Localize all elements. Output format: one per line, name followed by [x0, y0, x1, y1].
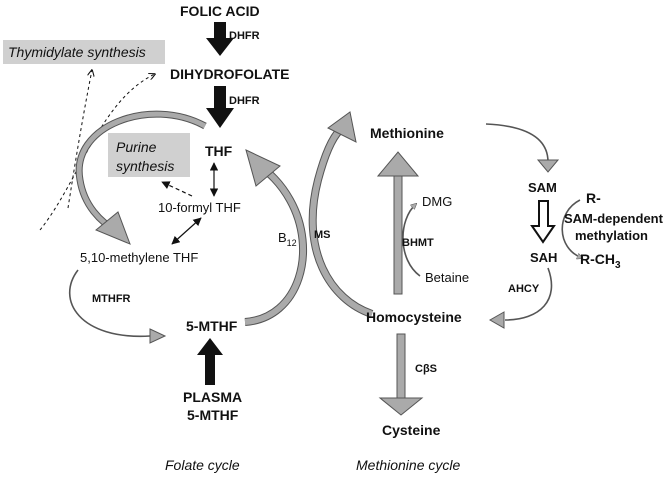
thymidylate-synthesis-label: Thymidylate synthesis: [8, 44, 146, 60]
sah-to-hcy-arrow: [504, 267, 553, 321]
ahcy-label: AHCY: [508, 283, 540, 295]
dhfr-arrow-1: [206, 22, 234, 56]
sah-to-hcy-arrowhead: [488, 311, 505, 329]
hcy-met-vertical-head: [376, 151, 420, 177]
hcy-cys-vertical-shaft: [396, 333, 406, 401]
r-ch3-base: R-CH: [580, 251, 615, 267]
thymidylate-synthesis-box: [3, 40, 165, 64]
bhmt-label: BHMT: [402, 237, 434, 249]
dihydrofolate-label: DIHYDROFOLATE: [170, 66, 290, 82]
methylene-to-mthf-arrow: [68, 269, 151, 337]
plasma-label-line1: PLASMA: [183, 389, 242, 405]
thymidylate-dashed-arrow-1: [67, 70, 92, 209]
purine-synthesis-box: [108, 133, 190, 177]
homocysteine-label: Homocysteine: [366, 309, 462, 325]
cbs-label: CβS: [415, 363, 437, 375]
thymidylate-dashed-arrow-2: [39, 74, 155, 231]
met-to-sam-arrowhead: [536, 159, 560, 173]
dmg-label: DMG: [422, 194, 452, 209]
folate-cycle-caption: Folate cycle: [165, 457, 240, 473]
met-to-sam-arrow: [485, 123, 549, 163]
methylation-transfer-arrow: [561, 199, 582, 258]
thf-to-methylene-gray-arrow-fill: [76, 111, 207, 235]
methylene-to-mthf-arrowhead: [149, 328, 167, 344]
r-ch3-label: R-CH3: [580, 251, 621, 271]
mthf-to-thf-gray-arrow: [244, 165, 306, 325]
hcy-to-met-gray-arrow-outline: [308, 127, 374, 318]
dhfr-label-1: DHFR: [229, 30, 260, 42]
thf-to-methylene-arrowhead: [95, 211, 131, 245]
formyl-methylene-double-arrow: [171, 217, 202, 245]
b12-subscript: 12: [287, 238, 297, 248]
r-label: R-: [586, 190, 601, 206]
mthf-label: 5-MTHF: [186, 318, 238, 334]
purine-synthesis-label-line1: Purine: [116, 139, 157, 155]
dhfr-arrow-2: [206, 86, 234, 128]
formyl-thf-label: 10-formyl THF: [158, 200, 241, 215]
cysteine-label: Cysteine: [382, 422, 441, 438]
sam-label: SAM: [528, 180, 557, 195]
methylation-label-line2: methylation: [575, 228, 648, 243]
b12-label: B12: [278, 230, 297, 248]
mthf-to-thf-arrowhead: [245, 149, 281, 187]
methionine-label: Methionine: [370, 125, 444, 141]
thf-label: THF: [205, 143, 233, 159]
hcy-to-met-gray-arrow: [309, 127, 373, 317]
ms-label: MS: [314, 229, 331, 241]
purine-synthesis-label-line2: synthesis: [116, 158, 174, 174]
dhfr-label-2: DHFR: [229, 95, 260, 107]
sah-label: SAH: [530, 250, 557, 265]
betaine-to-dmg-arrow: [402, 204, 421, 277]
hcy-to-met-arrowhead: [327, 111, 357, 143]
r-ch3-subscript: 3: [615, 260, 621, 271]
mthfr-label: MTHFR: [92, 293, 131, 305]
sam-to-sah-arrow: [530, 200, 556, 244]
methionine-cycle-caption: Methionine cycle: [356, 457, 460, 473]
methylation-label-line1: SAM-dependent: [564, 211, 664, 226]
folic-acid-label: FOLIC ACID: [180, 3, 260, 19]
hcy-cys-vertical-head: [378, 397, 424, 416]
formyl-to-purine-dashed-arrow: [161, 181, 193, 197]
methylene-thf-label: 5,10-methylene THF: [80, 250, 198, 265]
b12-base: B: [278, 230, 287, 245]
betaine-label: Betaine: [425, 270, 469, 285]
plasma-label-line2: 5-MTHF: [187, 407, 239, 423]
hcy-met-vertical-shaft: [393, 171, 403, 295]
plasma-mthf-arrow: [197, 338, 223, 385]
